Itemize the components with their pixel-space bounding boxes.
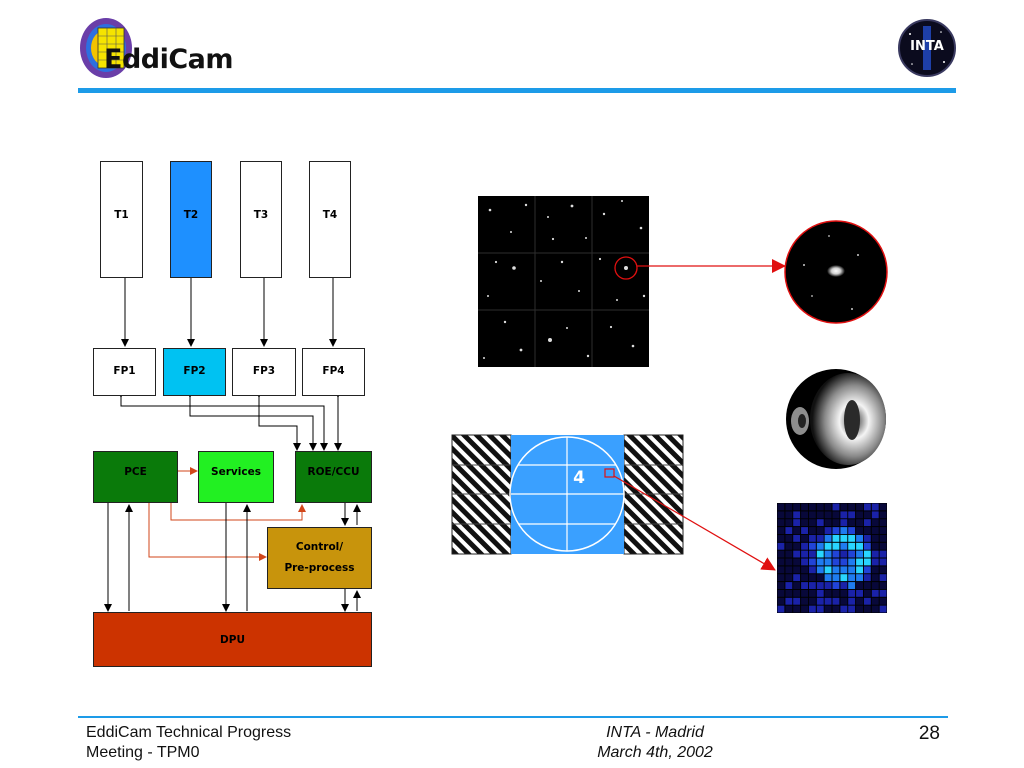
focal-plane-fp1: FP1 xyxy=(93,348,156,396)
header-rule xyxy=(78,88,956,93)
footer-meeting-line1: EddiCam Technical Progress xyxy=(86,724,292,741)
footer-meeting: EddiCam Technical Progress Meeting - TPM… xyxy=(86,723,291,763)
control-label: Control/ xyxy=(295,541,344,553)
selected-star-marker xyxy=(614,256,638,280)
focal-plane-fp3-label: FP3 xyxy=(252,365,276,377)
inta-logo: INTA xyxy=(896,18,958,80)
focal-plane-fp3: FP3 xyxy=(232,348,296,396)
telescope-t3-label: T3 xyxy=(253,208,269,221)
footer-location: INTA - Madrid March 4th, 2002 xyxy=(560,723,750,763)
dpu-label: DPU xyxy=(220,633,245,646)
eddicam-logo xyxy=(78,14,258,80)
focal-plane-fp2: FP2 xyxy=(163,348,226,396)
services-label: Services xyxy=(211,466,261,478)
telescope-t1-label: T1 xyxy=(114,208,129,221)
detector-array xyxy=(451,434,684,555)
telescope-t1: T1 xyxy=(100,161,143,278)
pce-block: PCE xyxy=(93,451,178,503)
pixel-spot-image xyxy=(777,503,887,613)
zoomed-star-image xyxy=(784,220,888,324)
services-block: Services xyxy=(198,451,274,503)
eddicam-logo-text: EddiCam xyxy=(104,44,234,75)
inta-logo-icon xyxy=(898,19,956,77)
telescope-t4: T4 xyxy=(309,161,351,278)
telescope-t2-label: T2 xyxy=(183,208,199,221)
footer-location-line2: March 4th, 2002 xyxy=(597,744,713,761)
eddicam-logo-icon xyxy=(80,18,132,78)
telescope-t2: T2 xyxy=(170,161,212,278)
focal-plane-fp4: FP4 xyxy=(302,348,365,396)
star-field-image xyxy=(478,196,649,367)
focal-plane-fp4-label: FP4 xyxy=(322,365,345,377)
detector-number-label: 4 xyxy=(573,468,585,488)
telescope-t3: T3 xyxy=(240,161,282,278)
focal-plane-fp1-label: FP1 xyxy=(113,365,136,377)
footer-rule xyxy=(78,716,948,718)
page-number: 28 xyxy=(918,723,940,744)
footer-location-line1: INTA - Madrid xyxy=(606,724,704,741)
preprocess-label: Pre-process xyxy=(284,562,355,574)
roe-ccu-label: ROE/CCU xyxy=(307,466,360,478)
telescope-t4-label: T4 xyxy=(322,208,338,221)
inta-logo-text: INTA xyxy=(910,39,944,54)
roe-ccu-block: ROE/CCU xyxy=(295,451,372,503)
pupil-image xyxy=(786,369,886,469)
pce-label: PCE xyxy=(124,466,147,478)
control-preprocess-block: Control/ Pre-process xyxy=(267,527,372,589)
focal-plane-fp2-label: FP2 xyxy=(183,365,206,377)
footer-meeting-line2: Meeting - TPM0 xyxy=(86,744,200,761)
dpu-block: DPU xyxy=(93,612,372,667)
